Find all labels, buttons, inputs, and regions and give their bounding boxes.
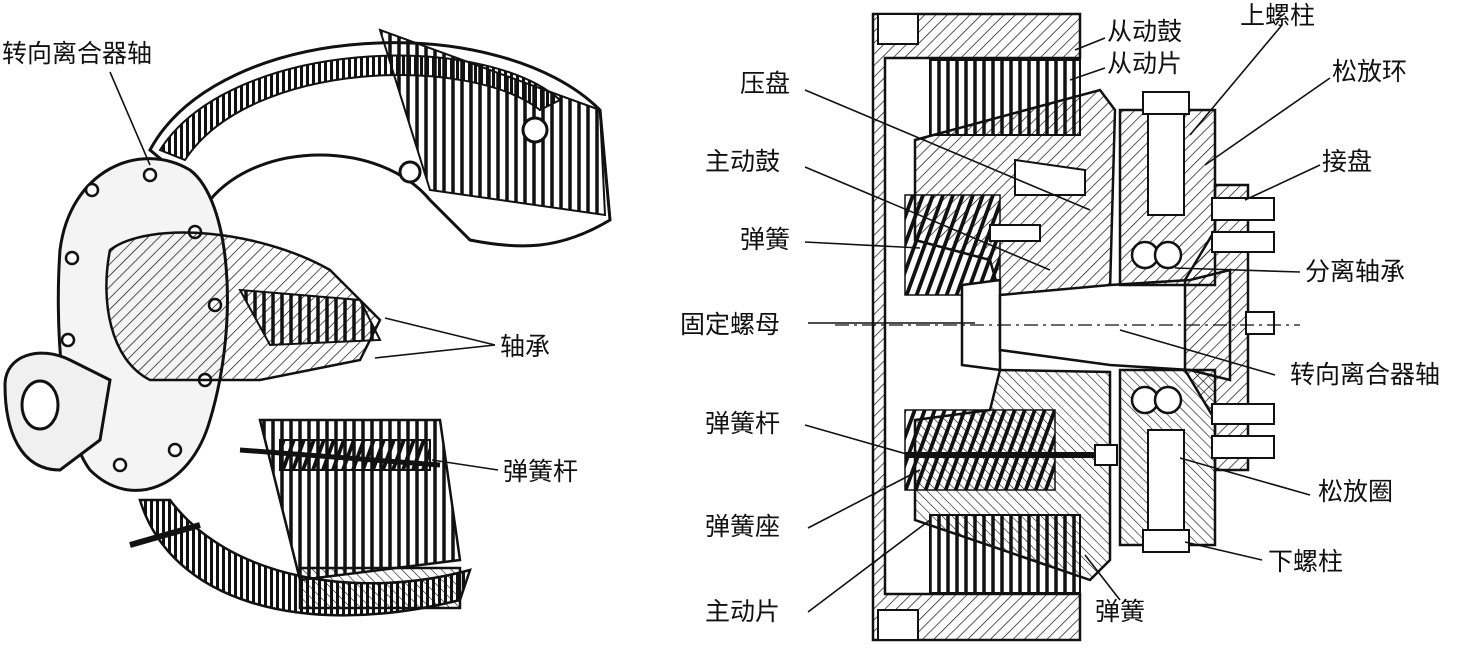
- label-bearing: 轴承: [500, 332, 550, 361]
- drum-key: [877, 13, 919, 45]
- upper-spring-rod: [989, 224, 1041, 242]
- upper-stud-head: [1142, 91, 1190, 115]
- label-spring-lower: 弹簧: [1095, 597, 1145, 626]
- drum-bolt-icon: [398, 160, 422, 184]
- section-leaders: [804, 24, 1331, 613]
- bearing-rollers: [238, 288, 382, 347]
- drum-bolt-icon: [521, 116, 549, 144]
- left-labels: 转向离合器轴 轴承 弹簧杆: [2, 39, 578, 486]
- section-drawing: [835, 12, 1300, 642]
- lower-spring-coil: [904, 409, 1056, 491]
- bearing-ball-icon: [1153, 385, 1183, 415]
- drive-shaft-stub: [129, 522, 201, 548]
- lower-spring-rod-end: [1094, 444, 1118, 466]
- label-steering-clutch-shaft-right: 转向离合器轴: [1290, 360, 1440, 389]
- label-driven-drum: 从动鼓: [1107, 17, 1182, 46]
- driven-drum-section: [871, 12, 1082, 642]
- label-release-ring: 松放环: [1332, 57, 1407, 86]
- label-spring-rod-left: 弹簧杆: [503, 457, 578, 486]
- lower-drum-rim: [298, 566, 462, 610]
- label-lower-stud: 下螺柱: [1268, 547, 1343, 576]
- cutaway-illustration: [3, 28, 612, 617]
- lower-stud-body: [1147, 429, 1185, 541]
- label-upper-stud: 上螺柱: [1240, 1, 1315, 30]
- label-driving-drum: 主动鼓: [705, 147, 780, 176]
- label-fixing-nut: 固定螺母: [680, 310, 780, 339]
- label-coupling-flange: 接盘: [1322, 147, 1372, 176]
- label-driven-plate: 从动片: [1107, 49, 1182, 78]
- label-spring-upper: 弹簧: [740, 225, 790, 254]
- lug-hole: [20, 379, 60, 431]
- label-spring-rod-right: 弹簧杆: [705, 409, 780, 438]
- upper-stud-body: [1147, 99, 1185, 216]
- label-release-collar: 松放圈: [1318, 477, 1393, 506]
- section-labels: 从动鼓 从动片 上螺柱 松放环 压盘 主动鼓 接盘 弹簧 分离轴承 固定螺母 转…: [680, 1, 1440, 626]
- drum-key: [877, 609, 919, 641]
- flange-bolts: [1211, 197, 1275, 459]
- label-release-bearing: 分离轴承: [1305, 257, 1405, 286]
- upper-spring-coil: [904, 194, 1001, 296]
- label-steering-clutch-shaft-left: 转向离合器轴: [2, 39, 152, 68]
- label-spring-seat: 弹簧座: [705, 512, 780, 541]
- label-driving-plate: 主动片: [705, 597, 780, 626]
- bearing-ball-icon: [1153, 240, 1183, 270]
- label-pressure-plate: 压盘: [740, 69, 790, 98]
- lower-stud-head: [1142, 529, 1190, 553]
- left-leaders: [109, 71, 499, 471]
- spring-coils-detail: [279, 439, 431, 471]
- drum-ribs: [378, 28, 607, 217]
